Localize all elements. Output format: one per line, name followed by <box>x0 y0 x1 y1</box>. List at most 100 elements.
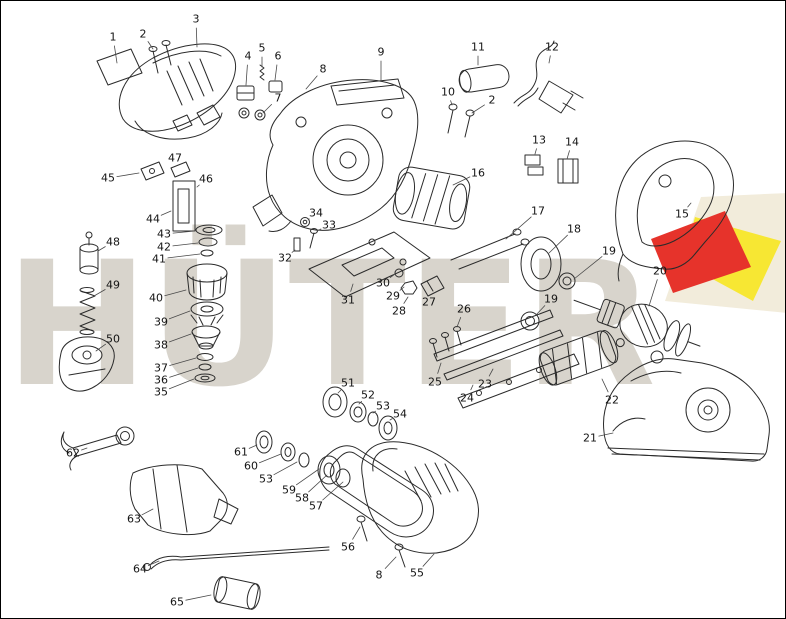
leader-line <box>95 343 106 352</box>
power-cord <box>513 40 584 114</box>
leader-line <box>185 594 212 601</box>
leader-line <box>316 228 322 232</box>
fan-washer <box>520 236 562 292</box>
leader-line <box>81 447 88 451</box>
leader-line <box>308 474 328 493</box>
leader-line <box>450 100 453 106</box>
front-bracket-parts <box>140 161 196 232</box>
leader-line <box>305 75 318 90</box>
mid-fasteners <box>394 268 445 297</box>
motor-cover <box>118 43 236 140</box>
leader-line <box>403 296 409 304</box>
leader-line <box>384 556 397 569</box>
leader-line <box>258 453 282 464</box>
leader-line <box>291 249 296 253</box>
leader-line <box>488 368 494 377</box>
leader-line <box>548 55 551 64</box>
leader-line <box>172 230 196 234</box>
washers <box>255 430 310 468</box>
roller <box>213 576 261 610</box>
armature <box>573 298 701 357</box>
leader-lines <box>81 27 692 601</box>
base-plate <box>308 231 431 298</box>
stator <box>392 166 471 230</box>
leader-line <box>169 357 197 366</box>
leader-line <box>196 184 200 188</box>
leader-line <box>307 218 310 221</box>
leader-line <box>598 432 614 437</box>
dust-bag <box>129 464 239 536</box>
leader-line <box>456 316 462 328</box>
adjuster-stack <box>186 224 228 383</box>
leader-line <box>470 384 474 391</box>
depth-knob <box>79 231 99 275</box>
leader-line <box>168 310 191 320</box>
housing-screws <box>447 103 475 138</box>
leader-line <box>147 560 160 566</box>
belt-cover <box>361 441 479 554</box>
leader-line <box>422 553 435 567</box>
leader-line <box>160 210 172 216</box>
blade-set <box>429 309 580 409</box>
bearings <box>520 272 576 331</box>
leader-line <box>274 64 278 81</box>
leader-line <box>97 246 106 252</box>
cutter-drum <box>538 330 625 386</box>
cover-screws-top <box>148 40 172 74</box>
leader-line <box>389 418 393 421</box>
leader-line <box>601 378 609 393</box>
leader-line <box>471 104 485 114</box>
leader-line <box>648 279 658 307</box>
grip-handle <box>458 64 510 93</box>
leader-line <box>535 305 546 316</box>
leader-line <box>168 378 195 390</box>
leader-line <box>295 468 320 486</box>
leader-line <box>352 526 361 540</box>
long-screws <box>450 228 530 270</box>
leader-line <box>322 481 344 501</box>
rear-handle <box>615 140 734 282</box>
leader-line <box>245 64 248 86</box>
leader-line <box>248 444 258 449</box>
leader-line <box>573 256 603 280</box>
leader-line <box>273 461 298 476</box>
spring <box>79 287 96 335</box>
leader-line <box>169 367 199 378</box>
leader-line <box>566 150 570 160</box>
leader-line <box>548 234 568 254</box>
leader-line <box>372 410 377 414</box>
leader-line <box>141 508 154 516</box>
leader-line <box>389 273 396 279</box>
cord-clamp <box>524 154 579 184</box>
leader-line <box>399 286 405 291</box>
main-housing <box>252 78 419 232</box>
leader-line <box>505 216 532 240</box>
knob-base <box>58 336 115 392</box>
wrench <box>60 426 135 471</box>
planer-base <box>603 350 770 462</box>
leader-line <box>687 202 692 208</box>
leader-line <box>116 172 140 178</box>
leader-line <box>114 45 118 64</box>
logo-red-shape <box>651 211 751 293</box>
leader-line <box>262 104 273 114</box>
leader-line <box>452 176 471 186</box>
leader-line <box>195 27 198 48</box>
brush-assembly <box>236 64 283 121</box>
cleaning-rod <box>143 546 330 571</box>
pulleys <box>317 386 398 488</box>
mid-small-screws <box>293 217 318 252</box>
leader-line <box>358 400 363 405</box>
leader-line <box>147 41 154 50</box>
name-plate <box>96 48 143 86</box>
cover-screws-bottom <box>356 515 406 568</box>
leader-line <box>93 289 106 297</box>
leader-line <box>172 242 199 247</box>
leader-line <box>337 388 343 394</box>
leader-line <box>164 289 187 297</box>
leader-line <box>168 333 192 343</box>
leader-line <box>167 253 201 259</box>
